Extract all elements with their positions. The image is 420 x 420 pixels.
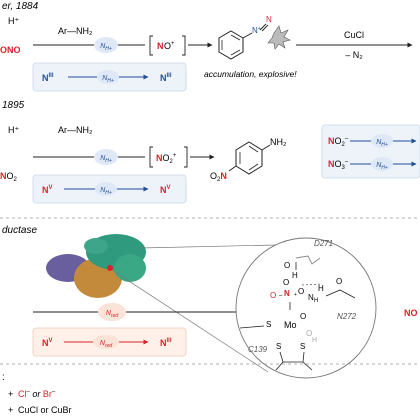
svg-text:NH+: NH+ bbox=[100, 155, 112, 164]
svg-text:H: H bbox=[312, 337, 317, 344]
footer-line2: CuCl or CuBr bbox=[18, 405, 72, 415]
n272-label: N272 bbox=[337, 312, 357, 321]
section2-left-edge: NO2 bbox=[0, 171, 18, 183]
svg-text:NH+: NH+ bbox=[102, 75, 114, 84]
svg-text:N: N bbox=[308, 293, 314, 302]
protein-structure-image bbox=[46, 234, 146, 298]
section-sandmeyer: er, 1884 H⁺ ONO Ar—NH₂ NH+ N O+ N+ N acc… bbox=[0, 1, 413, 92]
svg-text:O: O bbox=[306, 329, 312, 338]
svg-text:O: O bbox=[300, 312, 306, 321]
section1-title: er, 1884 bbox=[2, 1, 39, 12]
svg-text:NV: NV bbox=[42, 338, 53, 348]
svg-text:NH+: NH+ bbox=[376, 162, 388, 171]
nred-badge: Nred bbox=[106, 310, 119, 319]
section2-reagent: Ar—NH₂ bbox=[58, 125, 93, 135]
svg-text:+: + bbox=[8, 405, 13, 415]
diazonium-n2: N bbox=[266, 15, 272, 24]
svg-text:+: + bbox=[8, 389, 13, 399]
svg-text:O: O bbox=[283, 278, 289, 287]
section2-reduction-box bbox=[321, 124, 420, 179]
nh-badge-label: NH+ bbox=[100, 43, 112, 52]
svg-text:NV: NV bbox=[42, 185, 53, 195]
mo-label: Mo bbox=[284, 320, 297, 330]
section3-title: ductase bbox=[2, 225, 37, 236]
svg-text:–: – bbox=[279, 293, 283, 299]
product-nh2: NH₂ bbox=[270, 137, 287, 147]
svg-text:O: O bbox=[284, 261, 290, 270]
section1-left-edge: ONO bbox=[0, 45, 21, 55]
svg-text:O: O bbox=[336, 277, 342, 286]
svg-text:O: O bbox=[270, 291, 276, 300]
cucl-label: CuCl bbox=[344, 30, 364, 40]
box1-to: NIII bbox=[160, 73, 172, 83]
footer-conditions: : + Cl– or Br– + CuCl or CuBr bbox=[2, 372, 72, 415]
product-no2: O2N bbox=[210, 171, 227, 183]
nitrosonium-o: O+ bbox=[164, 41, 175, 51]
bracket-left bbox=[149, 35, 153, 56]
section1-reagent: Ar—NH₂ bbox=[58, 26, 93, 36]
svg-text:NIII: NIII bbox=[160, 338, 172, 348]
svg-text:NH+: NH+ bbox=[376, 139, 388, 148]
section2-title: 1895 bbox=[2, 100, 25, 111]
active-site-circle bbox=[235, 237, 377, 379]
d271-label: D271 bbox=[314, 239, 333, 248]
c139-label: C139 bbox=[248, 345, 268, 354]
section1-caption: accumulation, explosive! bbox=[204, 69, 297, 79]
svg-text:NH+: NH+ bbox=[100, 187, 112, 196]
nitronium: NO2+ bbox=[156, 153, 177, 165]
section3-right-edge: NO bbox=[404, 308, 418, 318]
section1-hplus: H⁺ bbox=[8, 16, 19, 26]
footer-colon: : bbox=[2, 372, 5, 383]
svg-text:N: N bbox=[284, 289, 290, 298]
svg-text:NV: NV bbox=[160, 185, 171, 195]
diazonium-n1: N+ bbox=[252, 26, 261, 35]
footer-line1: Cl– or Br– bbox=[18, 389, 56, 399]
explosion-icon bbox=[267, 25, 291, 50]
nitrosonium-n: N bbox=[157, 41, 164, 51]
svg-text:H: H bbox=[314, 298, 318, 304]
section-reductase: ductase Nred D271 N272 C139 O H O – N bbox=[2, 225, 418, 379]
svg-text:O: O bbox=[298, 287, 304, 296]
svg-text:S: S bbox=[300, 342, 305, 351]
svg-text:Nred: Nred bbox=[100, 340, 113, 349]
svg-text:H: H bbox=[292, 271, 298, 280]
nh-badge bbox=[94, 37, 118, 53]
section2-hplus: H⁺ bbox=[8, 125, 19, 135]
svg-text:H: H bbox=[318, 284, 324, 293]
bracket-right bbox=[182, 35, 186, 56]
section-nitration: 1895 H⁺ NO2 Ar—NH₂ NH+ NO2+ NH₂ O2N NO2–… bbox=[0, 100, 420, 204]
minus-n2-label: – N₂ bbox=[345, 50, 363, 60]
box1-from: NIII bbox=[42, 73, 54, 83]
svg-text:S: S bbox=[276, 342, 281, 351]
svg-text:+: + bbox=[294, 292, 297, 298]
svg-text:S: S bbox=[266, 320, 271, 329]
